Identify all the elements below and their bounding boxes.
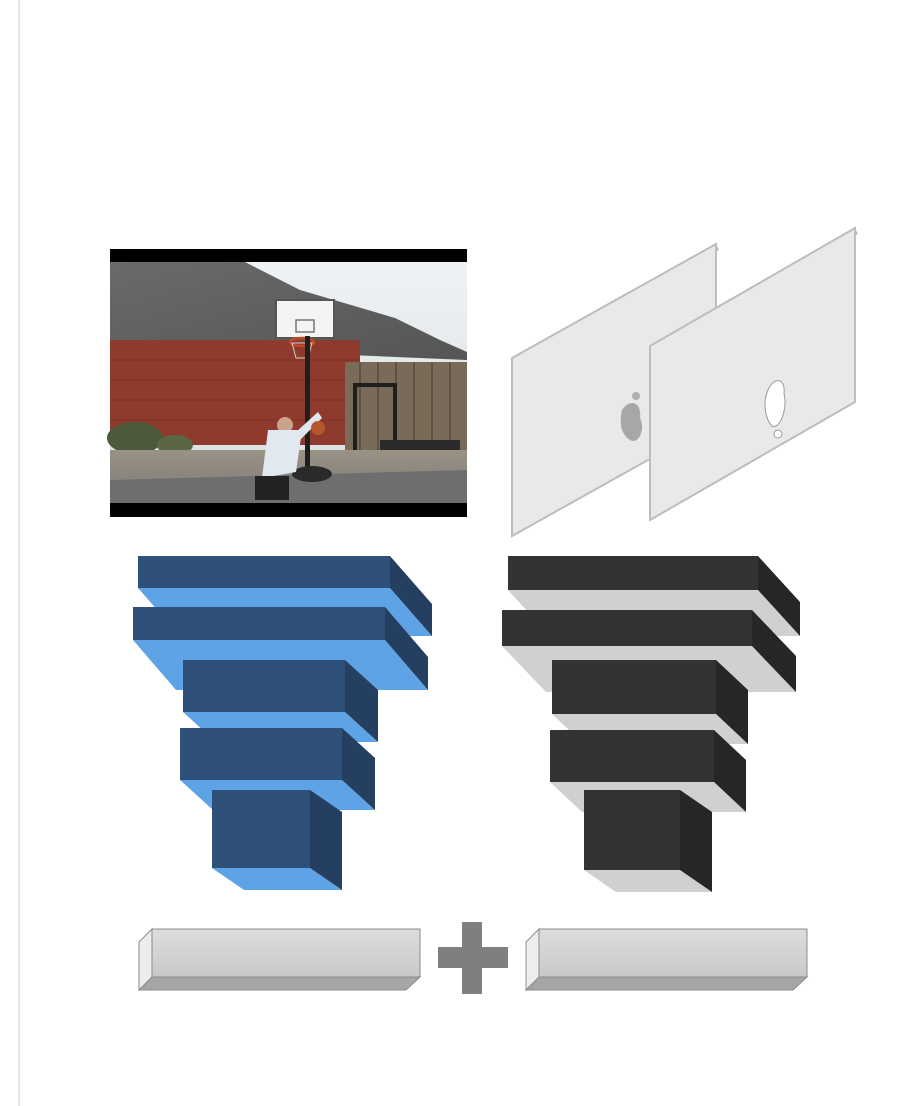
flow-layer-5	[584, 790, 712, 892]
optical-flow-frames	[512, 228, 858, 536]
rgb-stream-network	[133, 556, 432, 890]
video-frame-image	[107, 249, 467, 517]
plus-icon	[438, 922, 508, 994]
flow-feature-vector	[526, 929, 807, 990]
rgb-feature-vector	[139, 929, 420, 990]
left-border-line	[18, 0, 20, 1106]
rgb-layer-5	[212, 790, 342, 890]
flow-stream-network	[502, 556, 800, 892]
